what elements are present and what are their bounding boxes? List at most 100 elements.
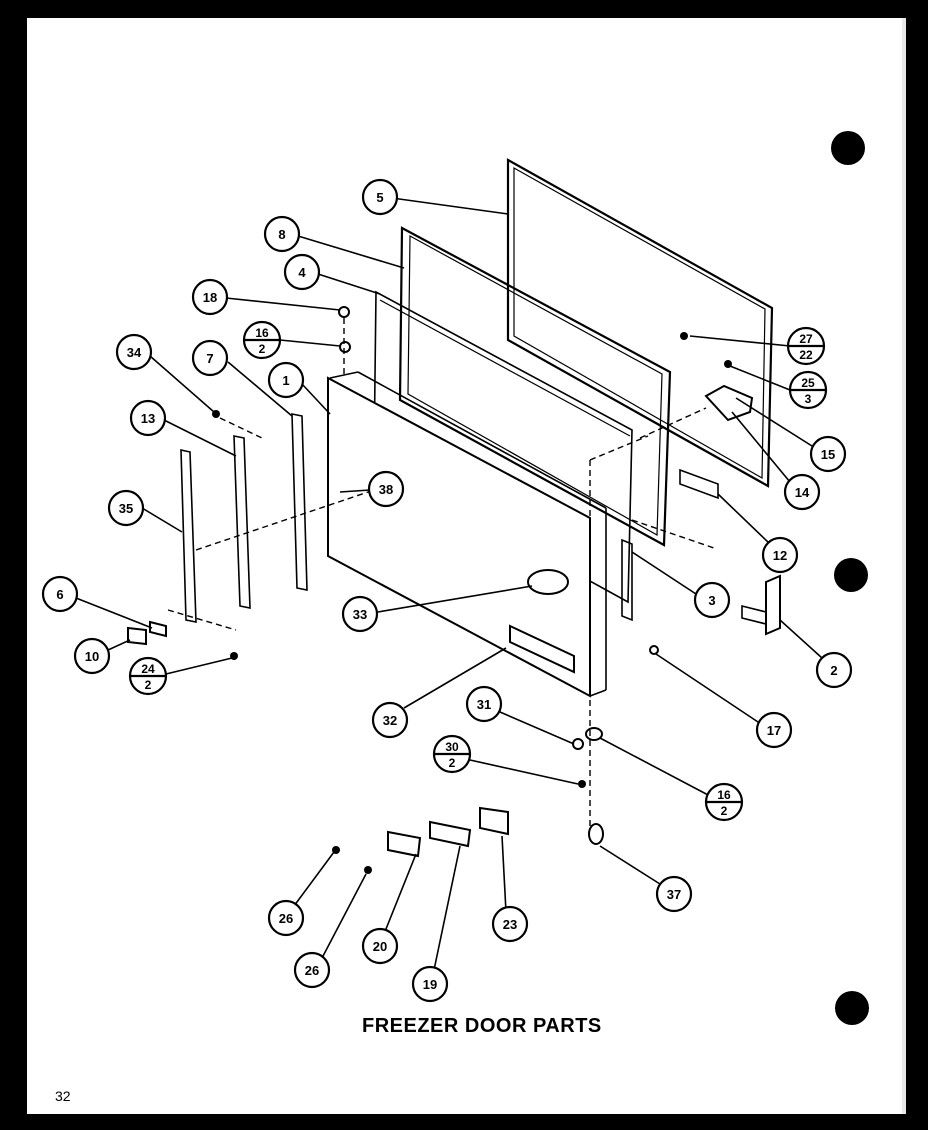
callout-10: 10 [73, 637, 111, 675]
callout-circle [341, 595, 379, 633]
callout-circle [115, 333, 153, 371]
screw-30 [578, 780, 586, 788]
screw-27 [680, 332, 688, 340]
callout-label: 37 [667, 887, 681, 902]
callout-circle [815, 651, 853, 689]
callout-20: 20 [361, 927, 399, 965]
punch-hole-middle [834, 558, 868, 592]
callout-numerator: 16 [717, 788, 731, 802]
plug-17 [649, 645, 659, 655]
callout-circle [361, 178, 399, 216]
callout-32: 32 [371, 701, 409, 739]
callout-circle [491, 905, 529, 943]
callout-denominator: 2 [449, 756, 456, 770]
callout-37: 37 [655, 875, 693, 913]
callout-label: 4 [298, 265, 306, 280]
washer-16 [339, 341, 351, 353]
callout-circle [73, 637, 111, 675]
hinge-bracket [679, 468, 719, 500]
callout-circle [809, 435, 847, 473]
callout-circle [371, 701, 409, 739]
callout-denominator: 3 [805, 392, 812, 406]
callout-6: 6 [41, 575, 79, 613]
callout-7: 7 [191, 339, 229, 377]
callout-label: 15 [821, 447, 835, 462]
callout-label: 13 [141, 411, 155, 426]
trim-strip-7 [291, 413, 308, 591]
callout-30-2: 302 [432, 734, 472, 774]
callout-numerator: 27 [799, 332, 813, 346]
outer-door-panel [327, 371, 607, 698]
callout-denominator: 2 [721, 804, 728, 818]
callout-numerator: 25 [801, 376, 815, 390]
callout-circle [267, 361, 305, 399]
callout-16-2: 162 [242, 320, 282, 360]
callout-label: 32 [383, 713, 397, 728]
callout-33: 33 [341, 595, 379, 633]
callout-numerator: 30 [445, 740, 459, 754]
callout-label: 34 [127, 345, 142, 360]
callout-12: 12 [761, 536, 799, 574]
breaker-frame [398, 226, 672, 547]
callout-circle [361, 927, 399, 965]
callout-17: 17 [755, 711, 793, 749]
callout-label: 7 [206, 351, 213, 366]
callout-31: 31 [465, 685, 503, 723]
callout-19: 19 [411, 965, 449, 1003]
callout-16-2: 162 [704, 782, 744, 822]
callout-label: 19 [423, 977, 437, 992]
callout-label: 20 [373, 939, 387, 954]
callout-circle [367, 470, 405, 508]
callout-circle [761, 536, 799, 574]
callout-18: 18 [191, 278, 229, 316]
bottom-hinge-foot [741, 604, 767, 626]
bushing-31 [572, 738, 584, 750]
callout-circle [107, 489, 145, 527]
callout-numerator: 16 [255, 326, 269, 340]
callout-label: 1 [282, 373, 289, 388]
trim-strip-13 [233, 435, 251, 609]
callout-circle [41, 575, 79, 613]
callout-label: 3 [708, 593, 715, 608]
door-closer-32 [509, 624, 575, 674]
diagram-caption: FREEZER DOOR PARTS [362, 1015, 602, 1037]
callout-denominator: 2 [259, 342, 266, 356]
bushing-16 [585, 727, 603, 741]
callout-circle [129, 399, 167, 437]
callout-3: 3 [693, 581, 731, 619]
callout-denominator: 22 [799, 348, 813, 362]
screw-26b [364, 866, 372, 874]
hinge-plate-20 [387, 830, 422, 858]
callout-label: 5 [376, 190, 383, 205]
callout-5: 5 [361, 178, 399, 216]
callout-circle [293, 951, 331, 989]
trim-strip-35 [180, 448, 197, 623]
callout-circle [755, 711, 793, 749]
side-trim [621, 538, 633, 622]
callout-label: 18 [203, 290, 217, 305]
door-stop-33 [527, 569, 569, 595]
callout-8: 8 [263, 215, 301, 253]
sheet-edge [902, 18, 906, 1114]
callout-4: 4 [283, 253, 321, 291]
handle-cap-6 [149, 620, 167, 638]
hinge-pin-37 [588, 823, 604, 845]
callout-38: 38 [367, 470, 405, 508]
callout-13: 13 [129, 399, 167, 437]
punch-hole-bottom [835, 991, 869, 1025]
callout-label: 35 [119, 501, 133, 516]
callout-circle [411, 965, 449, 1003]
callout-label: 38 [379, 482, 393, 497]
callout-circle [465, 685, 503, 723]
hinge-bracket-23 [479, 806, 509, 836]
callout-circle [783, 473, 821, 511]
callout-26: 26 [293, 951, 331, 989]
callout-24-2: 242 [128, 656, 168, 696]
callout-leaders [75, 197, 823, 971]
callout-label: 6 [56, 587, 63, 602]
callout-35: 35 [107, 489, 145, 527]
callout-label: 33 [353, 607, 367, 622]
callout-circle [191, 339, 229, 377]
